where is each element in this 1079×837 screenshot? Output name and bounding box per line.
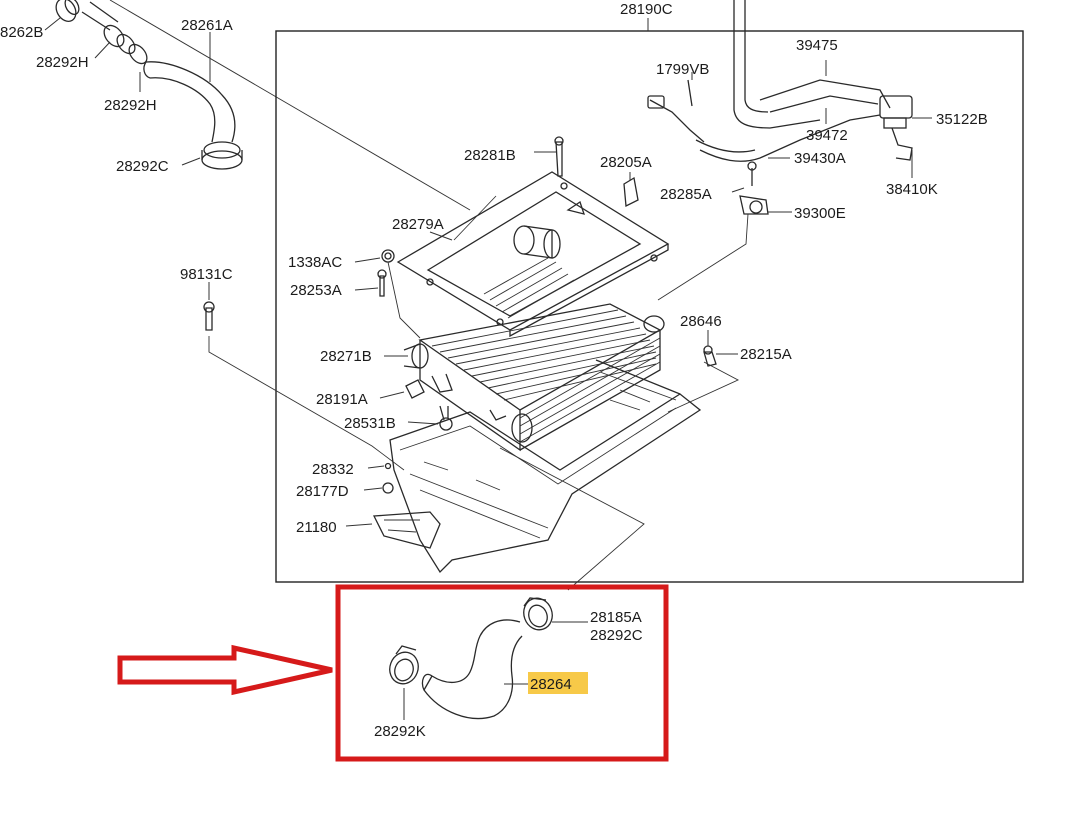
part-number-highlight	[528, 672, 588, 694]
label-1338AC: 1338AC	[288, 254, 342, 271]
upper-hose-assembly	[44, 0, 471, 211]
label-35122B: 35122B	[936, 111, 988, 128]
label-38410K: 38410K	[886, 181, 938, 198]
assembly-frame	[275, 30, 1024, 583]
lower-hose-28264	[389, 597, 588, 720]
label-39430A: 39430A	[794, 150, 846, 167]
label-28281B: 28281B	[464, 147, 516, 164]
label-28264: 28264	[530, 676, 572, 693]
label-28205A: 28205A	[600, 154, 652, 171]
label-39472: 39472	[806, 127, 848, 144]
label-28292C-b: 28292C	[590, 627, 643, 644]
label-28190C: 28190C	[620, 1, 673, 18]
highlight-box	[335, 584, 669, 762]
pointer-arrow	[117, 644, 333, 696]
label-28185A: 28185A	[590, 609, 642, 626]
label-28282B: 8262B	[0, 24, 43, 41]
label-28177D: 28177D	[296, 483, 349, 500]
label-28531B: 28531B	[344, 415, 396, 432]
label-28292K: 28292K	[374, 723, 426, 740]
top-cover-plate	[396, 171, 670, 338]
intercooler-core	[403, 303, 665, 452]
label-28271B: 28271B	[320, 348, 372, 365]
label-28253A: 28253A	[290, 282, 342, 299]
label-28646: 28646	[680, 313, 722, 330]
label-28191A: 28191A	[316, 391, 368, 408]
label-39300E: 39300E	[794, 205, 846, 222]
label-39475: 39475	[796, 37, 838, 54]
label-28279A: 28279A	[392, 216, 444, 233]
label-21180: 21180	[296, 519, 337, 536]
label-1799VB: 1799VB	[656, 61, 709, 78]
label-28215A: 28215A	[740, 346, 792, 363]
label-28285A: 28285A	[660, 186, 712, 203]
label-28292C: 28292C	[116, 158, 169, 175]
label-28261A: 28261A	[181, 17, 233, 34]
label-98131C: 98131C	[180, 266, 233, 283]
label-28292H-a: 28292H	[36, 54, 89, 71]
label-28292H-b: 28292H	[104, 97, 157, 114]
label-28332: 28332	[312, 461, 354, 478]
vacuum-pipes	[647, 0, 932, 301]
